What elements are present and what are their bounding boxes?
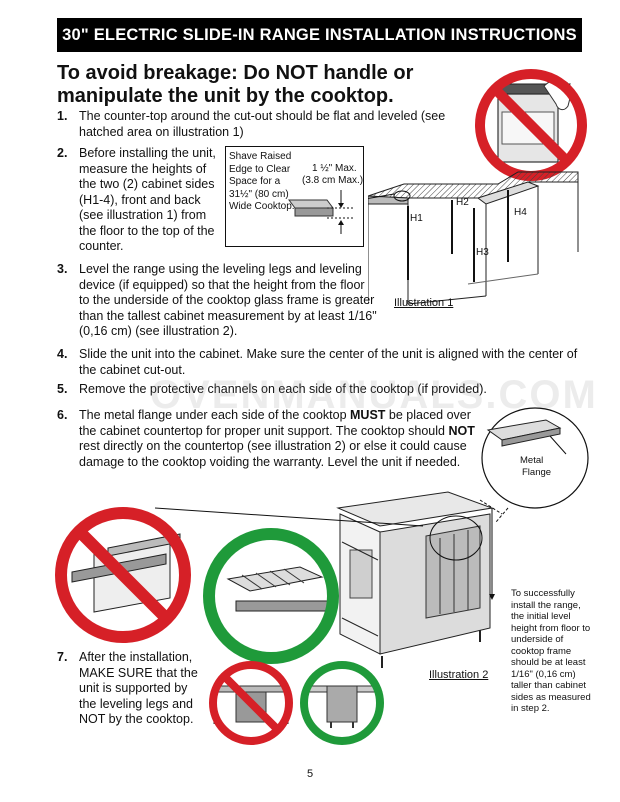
no-symbol-supported-by-cooktop	[209, 661, 293, 745]
page-number: 5	[306, 768, 314, 780]
step-1-text: The counter-top around the cut-out shoul…	[79, 109, 446, 139]
step-2-number: 2.	[57, 146, 68, 160]
raised-edge-detail	[288, 190, 353, 234]
step-4-text: Slide the unit into the cabinet. Make su…	[79, 347, 578, 377]
flange-label: Flange	[522, 467, 552, 478]
h3-label: H3	[476, 247, 489, 258]
step-5: 5. Remove the protective channels on eac…	[57, 382, 507, 398]
metal-label: Metal	[520, 455, 544, 466]
step-4: 4. Slide the unit into the cabinet. Make…	[57, 347, 597, 378]
h4-label: H4	[514, 207, 527, 218]
h1-label: H1	[410, 213, 423, 224]
step-7: 7. After the installation, MAKE SURE tha…	[57, 650, 207, 728]
step-3-text: Level the range using the leveling legs …	[79, 262, 377, 338]
illustration-1-cutout	[368, 171, 579, 305]
step-7-text: After the installation, MAKE SURE that t…	[79, 650, 198, 726]
ok-symbol-supported-by-legs	[300, 661, 384, 745]
range-to-detail-line	[155, 507, 424, 527]
illustration-2-label: Illustration 2	[429, 669, 489, 681]
shave-callout-box	[225, 146, 364, 247]
step-3-number: 3.	[57, 262, 68, 276]
h2-label: H2	[456, 197, 469, 208]
illustration-2-range	[336, 491, 503, 668]
max-height-line1: 1 ½" Max.	[312, 163, 357, 174]
max-height-line2: (3.8 cm Max.)	[302, 175, 364, 186]
step-1: 1. The counter-top around the cut-out sh…	[57, 109, 457, 140]
step-2-text: Before installing the unit, measure the …	[79, 146, 216, 253]
step-5-number: 5.	[57, 382, 68, 396]
ok-symbol-flange-on-counter	[203, 528, 339, 664]
step-6: 6. The metal flange under each side of t…	[57, 408, 477, 470]
step-1-number: 1.	[57, 109, 68, 123]
step-5-text: Remove the protective channels on each s…	[79, 382, 487, 396]
illustration-1-label: Illustration 1	[394, 297, 454, 309]
shave-note: Shave Raised Edge to Clear Space for a 3…	[229, 151, 295, 212]
header-title: 30" ELECTRIC SLIDE-IN RANGE INSTALLATION…	[62, 25, 577, 44]
warning-heading: To avoid breakage: Do NOT handle or mani…	[57, 62, 414, 107]
no-symbol-resting-on-counter	[55, 507, 191, 643]
step-6-text: The metal flange under each side of the …	[79, 408, 475, 469]
step-7-number: 7.	[57, 650, 68, 664]
step-4-number: 4.	[57, 347, 68, 361]
step-3: 3. Level the range using the leveling le…	[57, 262, 377, 340]
metal-flange-detail	[481, 407, 589, 523]
step-6-number: 6.	[57, 408, 68, 422]
page-header: 30" ELECTRIC SLIDE-IN RANGE INSTALLATION…	[57, 18, 582, 52]
level-height-note: To successfully install the range, the i…	[511, 588, 591, 714]
step-2: 2. Before installing the unit, measure t…	[57, 146, 222, 255]
